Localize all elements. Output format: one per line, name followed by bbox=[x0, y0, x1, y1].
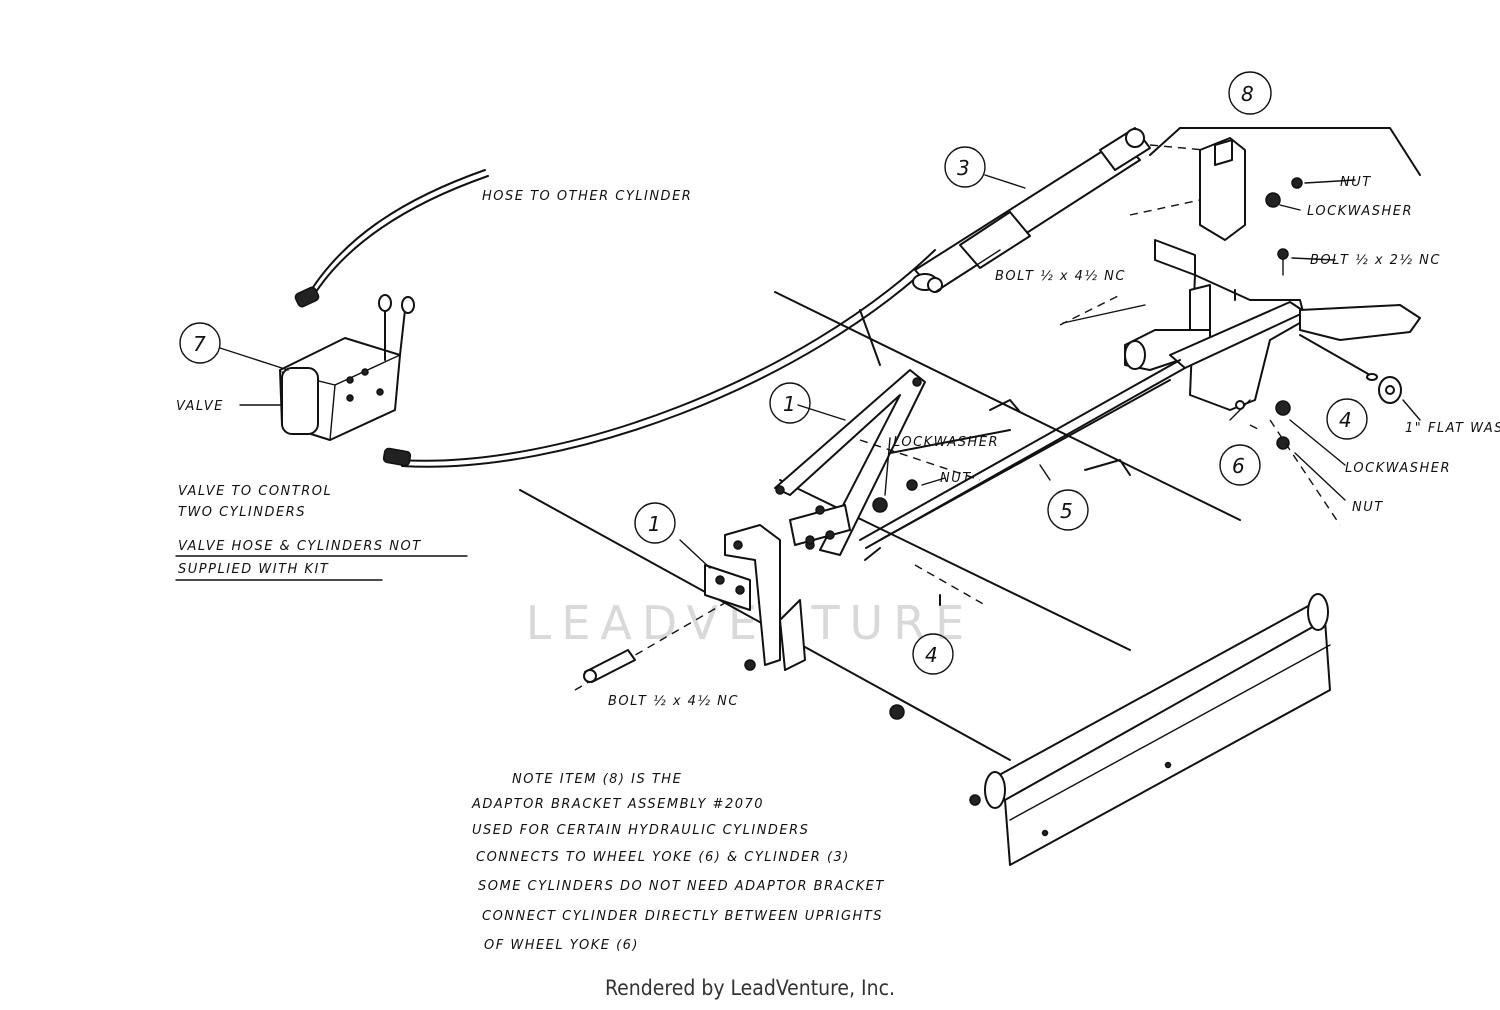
leader-lines bbox=[219, 174, 1421, 569]
svg-text:CONNECTS TO WHEEL YOKE (6) & C: CONNECTS TO WHEEL YOKE (6) & CYLINDER (3… bbox=[476, 850, 850, 865]
svg-text:VALVE TO CONTROL: VALVE TO CONTROL bbox=[178, 484, 332, 499]
label-bolt-middle: BOLT ½ x 4½ NC bbox=[995, 269, 1126, 284]
blade-assembly bbox=[879, 399, 1331, 866]
callout-7: 7 bbox=[179, 322, 221, 364]
svg-text:6: 6 bbox=[1232, 454, 1245, 478]
svg-text:USED FOR CERTAIN HYDRAULIC CYL: USED FOR CERTAIN HYDRAULIC CYLINDERS bbox=[472, 823, 809, 838]
label-hose-to-other-cylinder: HOSE TO OTHER CYLINDER bbox=[482, 189, 692, 204]
alignment-lines bbox=[859, 294, 1341, 526]
assembly-note: NOTE ITEM (8) IS THE ADAPTOR BRACKET ASS… bbox=[471, 772, 885, 953]
label-bolt-bottom: BOLT ½ x 4½ NC bbox=[608, 694, 739, 709]
callout-5: 5 bbox=[1047, 489, 1089, 531]
callout-1-lower: 1 bbox=[634, 502, 676, 544]
label-lockwasher-mid: LOCKWASHER bbox=[893, 435, 999, 450]
svg-text:SOME CYLINDERS DO NOT NEED ADA: SOME CYLINDERS DO NOT NEED ADAPTOR BRACK… bbox=[478, 879, 885, 894]
callout-4-lower: 4 bbox=[912, 633, 954, 675]
svg-text:VALVE HOSE & CYLINDERS NOT: VALVE HOSE & CYLINDERS NOT bbox=[178, 539, 422, 554]
valve-note: VALVE TO CONTROL TWO CYLINDERS VALVE HOS… bbox=[175, 484, 468, 581]
push-rod bbox=[859, 359, 1186, 561]
svg-text:ADAPTOR BRACKET ASSEMBLY #2070: ADAPTOR BRACKET ASSEMBLY #2070 bbox=[471, 797, 764, 812]
callout-8: 8 bbox=[1228, 71, 1272, 115]
part-labels: HOSE TO OTHER CYLINDER NUT LOCKWASHER BO… bbox=[176, 175, 1500, 709]
svg-text:8: 8 bbox=[1241, 82, 1254, 106]
footer-credit: Rendered by LeadVenture, Inc. bbox=[605, 976, 895, 1000]
svg-text:TWO CYLINDERS: TWO CYLINDERS bbox=[178, 505, 306, 520]
left-brace bbox=[774, 369, 926, 556]
callout-1-upper: 1 bbox=[769, 382, 811, 424]
pin bbox=[914, 564, 986, 606]
callouts: 7 8 3 1 1 4 6 bbox=[179, 71, 1368, 675]
callout-4-right: 4 bbox=[1326, 398, 1368, 440]
svg-text:4: 4 bbox=[925, 643, 938, 667]
svg-text:4: 4 bbox=[1339, 408, 1352, 432]
label-flat-washer: 1" FLAT WASHER bbox=[1405, 421, 1500, 436]
svg-text:SUPPLIED WITH KIT: SUPPLIED WITH KIT bbox=[178, 562, 329, 577]
callout-6: 6 bbox=[1219, 444, 1261, 486]
svg-text:CONNECT CYLINDER DIRECTLY BETW: CONNECT CYLINDER DIRECTLY BETWEEN UPRIGH… bbox=[482, 909, 883, 924]
label-nut-right: NUT bbox=[1352, 500, 1384, 515]
svg-text:7: 7 bbox=[193, 332, 206, 356]
label-nut-top: NUT bbox=[1340, 175, 1372, 190]
valve-part bbox=[279, 294, 415, 441]
adaptor-bracket bbox=[1129, 127, 1421, 276]
svg-text:5: 5 bbox=[1060, 499, 1073, 523]
svg-text:3: 3 bbox=[957, 156, 970, 180]
label-nut-mid: NUT bbox=[940, 471, 972, 486]
label-bolt-top-right: BOLT ½ x 2½ NC bbox=[1310, 253, 1441, 268]
hydraulic-cylinder bbox=[912, 127, 1151, 293]
label-valve: VALVE bbox=[176, 399, 224, 414]
label-lockwasher-top: LOCKWASHER bbox=[1307, 204, 1413, 219]
svg-text:OF WHEEL YOKE (6): OF WHEEL YOKE (6) bbox=[484, 938, 639, 953]
lower-bracket bbox=[574, 524, 981, 806]
label-lockwasher-right: LOCKWASHER bbox=[1345, 461, 1451, 476]
svg-text:NOTE ITEM (8) IS THE: NOTE ITEM (8) IS THE bbox=[512, 772, 682, 787]
svg-text:1: 1 bbox=[783, 392, 796, 416]
callout-3: 3 bbox=[944, 146, 986, 188]
svg-text:1: 1 bbox=[648, 512, 661, 536]
wheel-yoke bbox=[1124, 274, 1421, 450]
hoses bbox=[294, 169, 941, 468]
